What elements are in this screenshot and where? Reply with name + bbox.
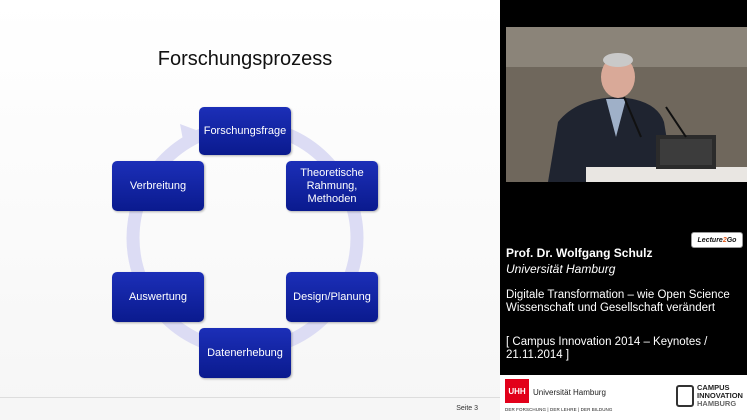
step-design-planung: Design/Planung xyxy=(286,272,378,322)
slide-title: Forschungsprozess xyxy=(157,48,333,70)
speaker-name: Prof. Dr. Wolfgang Schulz xyxy=(506,246,653,260)
event-info: [ Campus Innovation 2014 – Keynotes / 21… xyxy=(506,336,708,361)
uhh-logo-icon: UHH xyxy=(505,379,529,403)
presentation-slide: Forschungsprozess Forschungsfrage Theore… xyxy=(0,0,500,420)
speaker-video xyxy=(506,27,747,182)
speaker-video-frame xyxy=(506,27,747,182)
talk-title: Digitale Transformation – wie Open Scien… xyxy=(506,289,730,314)
speaker-institution: Universität Hamburg xyxy=(506,262,616,276)
step-datenerhebung: Datenerhebung xyxy=(199,328,291,378)
step-auswertung: Auswertung xyxy=(112,272,204,322)
step-forschungsfrage: Forschungsfrage xyxy=(199,107,291,155)
step-verbreitung: Verbreitung xyxy=(112,161,204,211)
campus-innovation-logo: CAMPUS INNOVATION HAMBURG xyxy=(676,382,743,412)
uhh-tagline: DER FORSCHUNG | DER LEHRE | DER BILDUNG xyxy=(505,407,613,412)
campus-innovation-icon xyxy=(676,385,694,407)
slide-footer-rule xyxy=(0,397,500,398)
cycle-arrow-head xyxy=(180,124,196,140)
uhh-name: Universität Hamburg xyxy=(533,388,606,397)
slide-page-number: Seite 3 xyxy=(456,405,478,412)
logo-bar: UHH Universität Hamburg DER FORSCHUNG | … xyxy=(500,375,747,420)
step-theoretische-rahmung: Theoretische Rahmung, Methoden xyxy=(286,161,378,211)
